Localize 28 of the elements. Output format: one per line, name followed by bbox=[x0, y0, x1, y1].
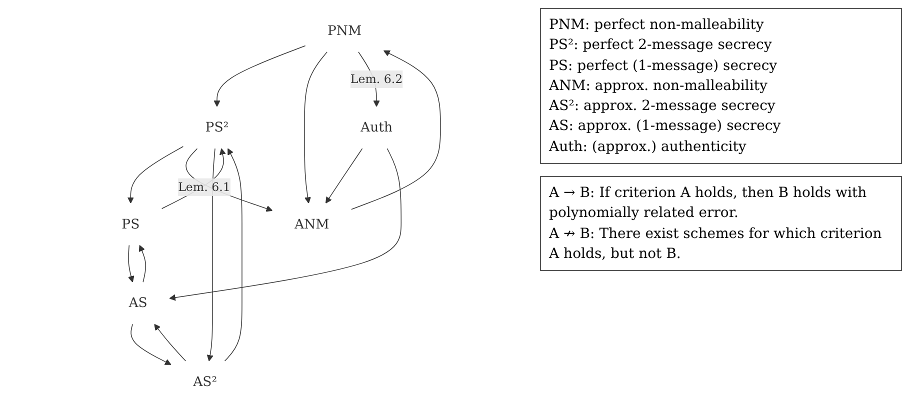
abbreviation-definition: ANM: approx. non-malleability bbox=[549, 76, 768, 96]
node-text: AS bbox=[128, 294, 148, 310]
arrow bbox=[325, 148, 363, 203]
node-text: PS bbox=[122, 216, 140, 232]
abbreviation-definition: Auth: (approx.) authenticity bbox=[549, 138, 748, 157]
arrow bbox=[224, 148, 242, 361]
arrow bbox=[206, 148, 216, 361]
arrow bbox=[154, 323, 186, 361]
node-text: ANM bbox=[294, 216, 330, 232]
arrow bbox=[304, 51, 328, 203]
notation-note: A ↛ B: There exist schemes for which criterion A holds, but not B. bbox=[549, 224, 883, 264]
abbreviation-definition: PS: perfect (1-message) secrecy bbox=[549, 56, 778, 76]
arrow bbox=[130, 323, 172, 364]
abbreviation-definition: AS: approx. (1-message) secrecy bbox=[549, 117, 782, 136]
arrow bbox=[214, 44, 306, 106]
edge-label: Lem. 6.2 bbox=[350, 71, 403, 86]
edge-label: Lem. 6.1 bbox=[178, 179, 230, 194]
node-text: Auth bbox=[360, 119, 393, 135]
node-text: AS² bbox=[193, 374, 218, 390]
node-text: PNM bbox=[327, 22, 362, 38]
node-text: PS² bbox=[205, 119, 229, 135]
abbreviation-definition: PS²: perfect 2-message secrecy bbox=[549, 36, 773, 56]
arrow bbox=[127, 146, 184, 203]
abbreviation-definition: AS²: approx. 2-message secrecy bbox=[549, 97, 776, 116]
arrow bbox=[128, 244, 134, 282]
notation-note: A → B: If criterion A holds, then B holds with polynomially related error. bbox=[549, 184, 868, 224]
abbreviation-definition: PNM: perfect non-malleability bbox=[549, 16, 765, 35]
arrow bbox=[138, 244, 146, 282]
